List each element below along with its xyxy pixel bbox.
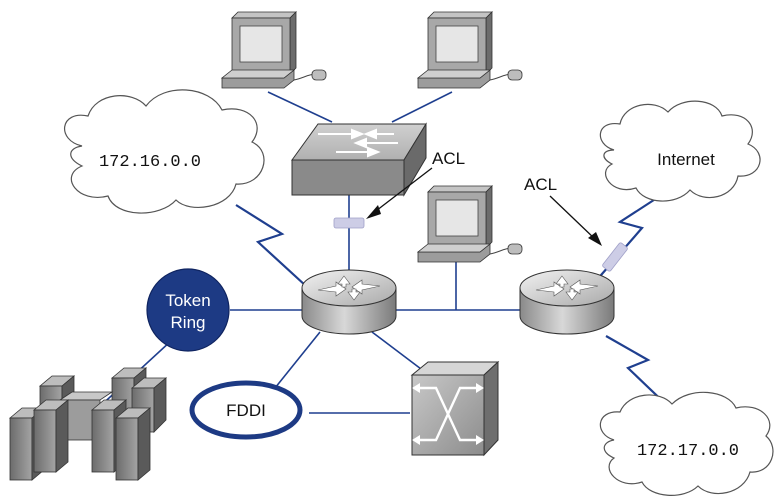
acl-arrow-switch — [371, 167, 433, 215]
serial-link-internet — [594, 195, 661, 283]
atm-switch-icon — [410, 360, 500, 457]
acl-label-switch: ACL — [432, 149, 465, 168]
atm-switch — [410, 360, 500, 457]
fddi-ring: FDDI — [189, 380, 303, 440]
desktop-computer-icon — [416, 185, 523, 263]
fddi-ring-icon — [189, 380, 303, 440]
acl-label-router: ACL — [524, 175, 557, 194]
acl-switch-group: ACL — [333, 149, 465, 229]
cloud-internet: Internet — [599, 100, 761, 202]
workgroup-switch-icon — [291, 122, 427, 197]
cloud-label-internet: Internet — [657, 150, 715, 169]
link-router-fddi — [274, 331, 321, 389]
acl-arrow-router — [549, 195, 597, 241]
router-main — [301, 269, 397, 335]
acl-marker-router — [602, 242, 628, 272]
arrowhead-icon — [366, 205, 381, 219]
workstation-1 — [220, 11, 327, 89]
workgroup-switch — [291, 122, 427, 197]
workstation-2 — [416, 11, 523, 89]
acl-router-group: ACL — [524, 175, 628, 272]
token-ring-label-line2: Ring — [171, 313, 206, 332]
workstation-3 — [416, 185, 523, 263]
cloud-label-172-17: 172.17.0.0 — [637, 442, 739, 461]
desktop-computer-icon — [416, 11, 523, 89]
token-ring-label-line1: Token — [165, 291, 210, 310]
serial-link-bottom — [605, 335, 675, 413]
link-pc2-switch — [391, 91, 453, 123]
token-ring: Token Ring — [146, 268, 230, 352]
link-router-atm — [371, 331, 426, 373]
link-pc1-switch — [267, 91, 333, 123]
arrowhead-icon — [588, 232, 602, 246]
router-icon — [519, 269, 615, 335]
mainframe-icon — [8, 367, 168, 481]
network-cloud-icon — [599, 391, 774, 496]
router-edge — [519, 269, 615, 335]
fddi-label: FDDI — [226, 401, 266, 420]
token-ring-icon — [146, 268, 230, 352]
serial-link-left — [235, 204, 307, 287]
mainframe — [8, 367, 168, 481]
desktop-computer-icon — [220, 11, 327, 89]
network-cloud-icon — [64, 89, 265, 214]
cloud-172-17: 172.17.0.0 — [599, 391, 774, 496]
network-cloud-icon — [599, 100, 761, 202]
cloud-172-16: 172.16.0.0 — [64, 89, 265, 214]
cloud-label-172-16: 172.16.0.0 — [99, 153, 201, 172]
router-icon — [301, 269, 397, 335]
acl-marker-switch — [333, 217, 365, 229]
